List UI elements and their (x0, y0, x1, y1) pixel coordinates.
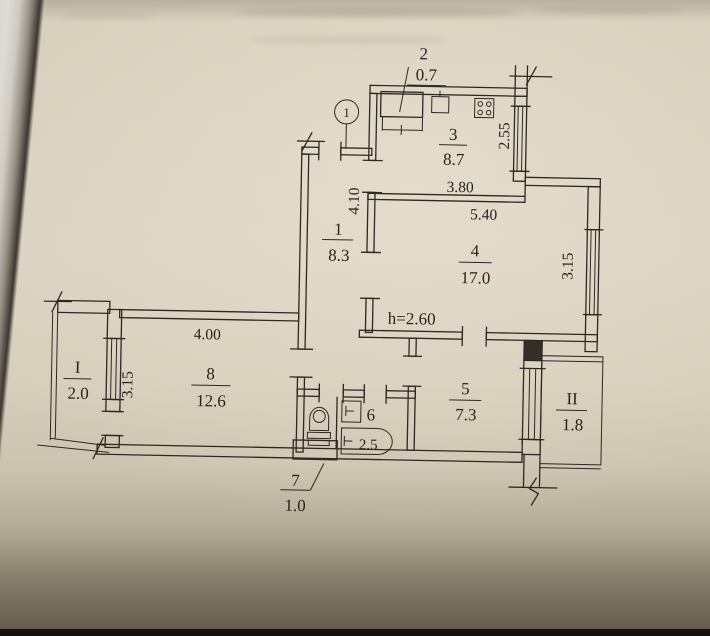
dim-kitchen-depth: 2.55 (496, 122, 514, 150)
window-room4 (582, 185, 604, 353)
room-7-number: 7 (291, 471, 300, 490)
dim-room8-depth: 3.15 (119, 371, 137, 399)
break-mark-bottom-right (508, 454, 558, 506)
room-6-area: 2.5 (359, 437, 378, 453)
axis-marker (334, 99, 360, 149)
room-4-number: 4 (471, 241, 480, 260)
room-5-number: 5 (461, 379, 470, 398)
kitchen-sink-icon (431, 90, 450, 114)
break-mark-left (43, 291, 72, 313)
dim-room4-depth: 3.15 (559, 252, 577, 280)
balcony-II-outline (539, 355, 604, 470)
room-I-area: 2.0 (67, 384, 89, 403)
break-mark-top-right (509, 65, 553, 97)
break-mark-top (297, 131, 326, 152)
ceiling-height-note: h=2.60 (388, 309, 436, 329)
bathtub-icon (340, 427, 393, 456)
window-kitchen (509, 95, 531, 183)
room-1-number: 1 (334, 220, 343, 239)
room-I-number: I (75, 358, 81, 377)
balcony-I-outline (37, 312, 110, 453)
dim-room8-width: 4.00 (194, 326, 222, 344)
washbasin-icon (341, 400, 362, 423)
walls (57, 84, 602, 463)
bleed-through-smudge (60, 12, 155, 19)
room-II-area: 1.8 (562, 415, 584, 434)
bleed-through-smudge (535, 6, 685, 14)
room-8-area: 12.6 (196, 391, 226, 411)
bleed-through-smudge (250, 36, 450, 44)
vent-shaft-bathroom (292, 439, 338, 461)
room-2-number: 2 (419, 44, 428, 63)
room-1-area: 8.3 (328, 246, 350, 265)
vent-shaft-dim-line (381, 116, 424, 135)
room-4-area: 17.0 (460, 268, 490, 288)
vent-shaft-kitchen (379, 90, 424, 119)
room-5-area: 7.3 (455, 405, 477, 424)
bleed-through-smudge (235, 8, 520, 17)
stove-icon (474, 97, 495, 119)
window-room8-balcony (101, 337, 126, 449)
room-6-number: 6 (366, 405, 375, 424)
toilet-icon (306, 406, 331, 447)
dim-hallway-length: 4.10 (346, 187, 364, 215)
room-3-area: 8.7 (443, 150, 465, 169)
photo-bottom-shadow (0, 539, 710, 629)
axis-marker-label: 1 (343, 105, 350, 120)
label-leader-lines (63, 66, 587, 491)
room-7-area: 1.0 (284, 496, 306, 515)
break-mark-bottom-left (92, 437, 104, 460)
room-3-number: 3 (449, 125, 458, 144)
room-8-number: 8 (206, 364, 215, 383)
room-II-number: II (566, 389, 578, 408)
dim-room4-width: 5.40 (470, 206, 498, 224)
photo-bottom-strip (0, 629, 710, 636)
room-2-area: 0.7 (416, 65, 438, 84)
dim-kitchen-width: 3.80 (446, 179, 474, 197)
